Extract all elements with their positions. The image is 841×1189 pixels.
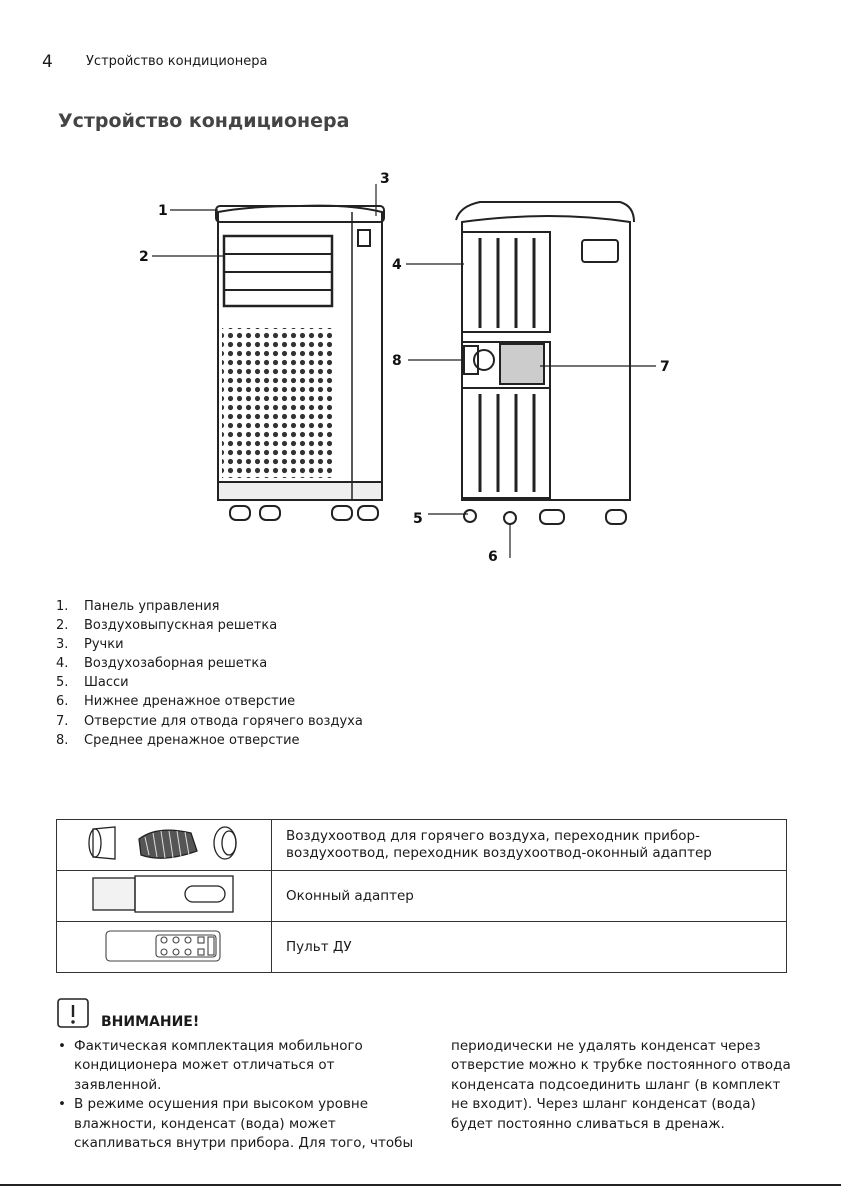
- table-row: Воздухоотвод для горячего воздуха, перех…: [56, 819, 787, 871]
- callout-1: 1: [158, 203, 168, 219]
- running-header: Устройство кондиционера: [86, 54, 268, 69]
- list-item: 3.Ручки: [56, 637, 124, 653]
- window-adapter-icon: [92, 875, 234, 913]
- callout-4: 4: [392, 257, 402, 273]
- warning-list: Фактическая комплектация мобильного конд…: [56, 1037, 416, 1153]
- list-item: 2.Воздуховыпускная решетка: [56, 618, 278, 634]
- accessories-table: Воздухоотвод для горячего воздуха, перех…: [56, 819, 787, 973]
- back-unit-illustration: [455, 201, 635, 525]
- callout-6: 6: [488, 549, 498, 565]
- list-item: 7.Отверстие для отвода горячего воздуха: [56, 713, 363, 729]
- page-title: Устройство кондиционера: [58, 110, 350, 132]
- callout-5: 5: [413, 511, 423, 527]
- accessory-description: Воздухоотвод для горячего воздуха, перех…: [271, 819, 787, 871]
- list-item: 1.Панель управления: [56, 599, 220, 614]
- accessory-description: Пульт ДУ: [271, 921, 787, 973]
- exclamation-icon: [57, 998, 89, 1028]
- table-row: Оконный адаптер: [56, 870, 787, 922]
- air-conditioner-diagram: 1 2 3 4 5 6 7 8: [139, 171, 670, 565]
- callout-8: 8: [392, 353, 402, 369]
- list-item: 6.Нижнее дренажное отверстие: [56, 694, 296, 710]
- hose-and-adapters-icon: [88, 826, 237, 860]
- list-item: 8.Среднее дренажное отверстие: [56, 732, 300, 748]
- callout-7: 7: [660, 359, 670, 375]
- remote-control-icon: [105, 930, 221, 962]
- list-item: В режиме осушения при высоком уровне вла…: [56, 1095, 416, 1153]
- table-row: Пульт ДУ: [56, 921, 787, 973]
- parts-list: 1.Панель управления 2.Воздуховыпускная р…: [56, 597, 363, 750]
- bottom-rule: [0, 1184, 841, 1186]
- warning-continuation: периодически не удалять конденсат через …: [451, 1038, 791, 1132]
- callout-3: 3: [380, 171, 390, 187]
- accessory-description: Оконный адаптер: [271, 870, 787, 922]
- callout-2: 2: [139, 249, 149, 265]
- front-perforation: [222, 328, 332, 478]
- warning-title: ВНИМАНИЕ!: [101, 1014, 200, 1030]
- list-item: Фактическая комплектация мобильного конд…: [56, 1037, 416, 1095]
- list-item: 5.Шасси: [56, 675, 129, 691]
- list-item: 4.Воздухозаборная решетка: [56, 656, 268, 672]
- front-unit-illustration: [215, 204, 385, 521]
- page-number: 4: [42, 52, 53, 72]
